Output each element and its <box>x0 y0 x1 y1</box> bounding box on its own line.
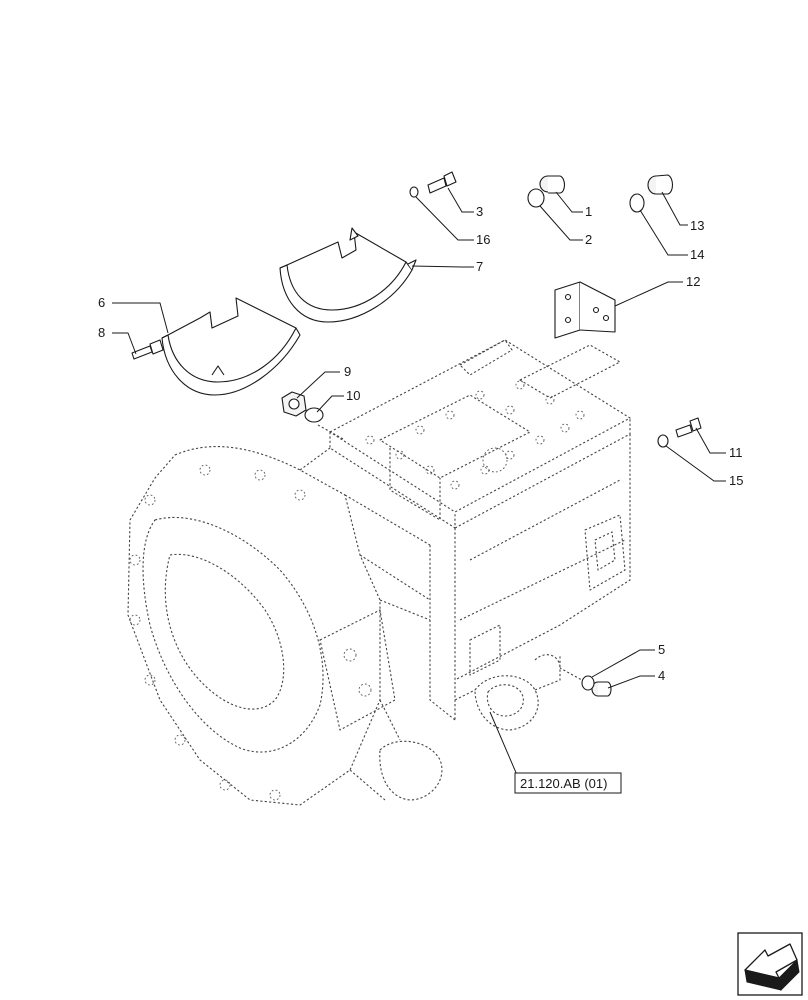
callout-8: 8 <box>98 325 105 340</box>
reference-box[interactable]: 21.120.AB (01) <box>514 772 622 794</box>
nut-9 <box>281 391 307 417</box>
callout-10: 10 <box>346 388 360 403</box>
callout-7: 7 <box>476 259 483 274</box>
o-ring-10 <box>304 407 324 423</box>
callout-3: 3 <box>476 204 483 219</box>
o-ring-2 <box>527 188 545 208</box>
callout-14: 14 <box>690 247 704 262</box>
bolt-11 <box>675 417 702 438</box>
bolt-8 <box>131 339 164 360</box>
callout-4: 4 <box>658 668 665 683</box>
bolt-3 <box>427 171 457 194</box>
callout-12: 12 <box>686 274 700 289</box>
callout-6: 6 <box>98 295 105 310</box>
plug-13 <box>647 174 674 195</box>
o-ring-5 <box>581 675 595 691</box>
leader-lines <box>112 187 726 787</box>
callout-labels: 1 2 3 16 7 13 14 12 6 8 9 10 11 15 5 4 <box>98 204 743 683</box>
washer-16 <box>409 186 419 198</box>
bearing-shell-upper <box>279 227 417 323</box>
callout-15: 15 <box>729 473 743 488</box>
bracket-12 <box>554 281 616 339</box>
reference-label: 21.120.AB (01) <box>520 776 607 791</box>
o-ring-14 <box>629 193 645 213</box>
callout-5: 5 <box>658 642 665 657</box>
washer-15 <box>657 434 669 448</box>
callout-13: 13 <box>690 218 704 233</box>
bearing-shell-lower <box>161 297 301 396</box>
callout-11: 11 <box>729 445 743 460</box>
transmission-housing-phantom <box>127 339 631 806</box>
callout-9: 9 <box>344 364 351 379</box>
plug-1 <box>539 175 566 194</box>
next-page-arrow-icon[interactable] <box>737 932 803 996</box>
callout-16: 16 <box>476 232 490 247</box>
plug-4 <box>591 681 612 697</box>
callout-2: 2 <box>585 232 592 247</box>
callout-1: 1 <box>585 204 592 219</box>
